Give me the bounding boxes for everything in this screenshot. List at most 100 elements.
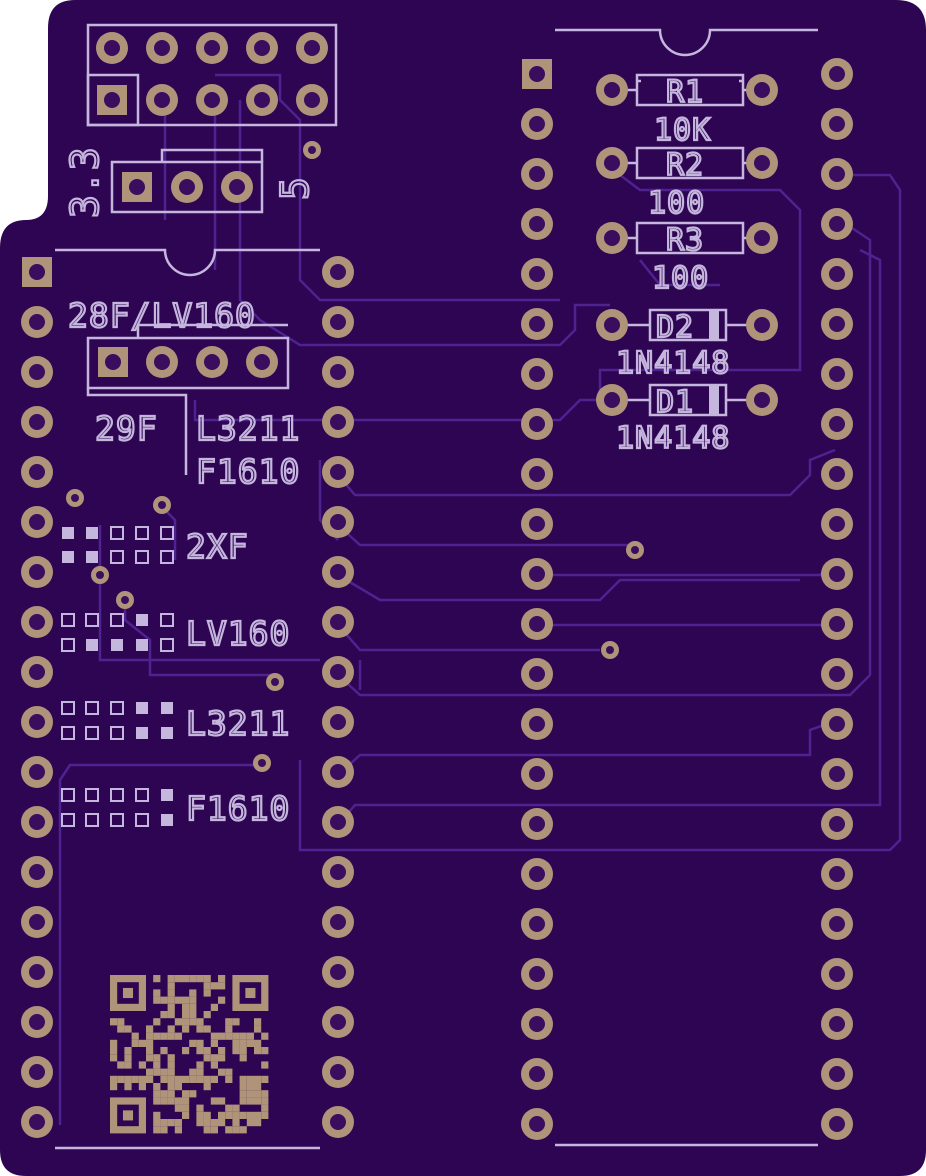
socket-right-pin — [821, 58, 853, 90]
smd-jumper-pad — [61, 788, 75, 802]
smd-jumper-pads — [61, 526, 174, 827]
value-d2: 1N4148 — [616, 346, 730, 381]
qr-code — [110, 975, 269, 1134]
socket-left-pin — [322, 856, 354, 888]
socket-left-pin — [21, 856, 53, 888]
voltage-jumper-pin — [122, 172, 152, 202]
component-pad — [746, 222, 778, 254]
socket-right-pin — [821, 1008, 853, 1040]
smd-jumper-pad — [161, 727, 173, 739]
via — [91, 566, 109, 584]
header-pin — [296, 84, 328, 116]
smd-jumper-pad — [62, 551, 74, 563]
socket-right-pin — [521, 508, 553, 540]
smd-jumper-pad — [136, 614, 148, 626]
socket-left-pin — [322, 256, 354, 288]
socket-right-pin — [521, 458, 553, 490]
socket-right-pin — [521, 1108, 553, 1140]
smd-jumper-pad — [160, 550, 174, 564]
smd-jumper-pad — [85, 788, 99, 802]
socket-left-pin — [322, 606, 354, 638]
via — [66, 489, 84, 507]
through-hole-pads — [21, 32, 853, 1140]
socket-left-pin — [21, 506, 53, 538]
voltage-jumper-pin — [171, 171, 203, 203]
smd-jumper-pad — [135, 550, 149, 564]
smd-jumper-pad — [110, 788, 124, 802]
via — [266, 673, 284, 691]
label-jumper-l3211: L3211 — [196, 409, 300, 448]
socket-left-pin — [322, 706, 354, 738]
socket-left-pin — [322, 1006, 354, 1038]
socket-left-pin — [322, 1056, 354, 1088]
smd-jumper-pad — [61, 613, 75, 627]
socket-right-pin — [521, 1008, 553, 1040]
value-r2: 100 — [648, 186, 705, 221]
component-pad — [746, 147, 778, 179]
smd-jumper-pad — [86, 527, 98, 539]
socket-right-pin — [821, 608, 853, 640]
smd-jumper-pad — [161, 814, 173, 826]
smd-jumper-pad — [111, 639, 123, 651]
smd-jumper-pad — [85, 613, 99, 627]
component-pad — [596, 309, 628, 341]
socket-left-pin — [322, 906, 354, 938]
socket-right-pin — [521, 308, 553, 340]
via — [253, 754, 271, 772]
smd-jumper-pad — [161, 789, 173, 801]
socket-right-pin — [521, 1058, 553, 1090]
header-pin — [196, 84, 228, 116]
socket-right-pin — [521, 758, 553, 790]
ref-d2: D2 — [656, 310, 694, 345]
header-pin — [296, 32, 328, 64]
socket-left-pin — [322, 306, 354, 338]
component-pad — [596, 74, 628, 106]
ref-r1: R1 — [666, 75, 704, 110]
chip-jumper-pin — [98, 347, 128, 377]
socket-right-pin — [521, 858, 553, 890]
socket-right-pin — [521, 158, 553, 190]
smd-jumper-pad — [110, 526, 124, 540]
via — [303, 141, 321, 159]
socket-right-pin — [521, 908, 553, 940]
socket-left-pin — [322, 456, 354, 488]
smd-jumper-pad — [61, 701, 75, 715]
socket-right-pin — [521, 658, 553, 690]
socket-right-pin — [522, 59, 552, 89]
header-pin — [146, 32, 178, 64]
socket-right-pin — [521, 208, 553, 240]
socket-right-pin — [821, 408, 853, 440]
socket-right-pin — [821, 758, 853, 790]
socket-right-pin — [821, 508, 853, 540]
socket-right-pin — [821, 158, 853, 190]
via — [153, 496, 171, 514]
label-select-l3211: L3211 — [186, 704, 290, 743]
smd-jumper-pad — [85, 701, 99, 715]
smd-jumper-pad — [136, 727, 148, 739]
label-voltage-3v3: 3.3 — [63, 146, 107, 218]
smd-jumper-pad — [110, 726, 124, 740]
component-pad — [746, 384, 778, 416]
socket-left-pin — [21, 656, 53, 688]
smd-jumper-pad — [161, 702, 173, 714]
label-select-2xf: 2XF — [186, 527, 249, 566]
label-jumper-top: 28F/LV160 — [68, 296, 256, 335]
smd-jumper-pad — [61, 813, 75, 827]
socket-left-pin — [21, 1106, 53, 1138]
smd-jumper-pad — [86, 551, 98, 563]
socket-right-pin — [821, 1058, 853, 1090]
chip-jumper-pin — [196, 346, 228, 378]
socket-left-pin — [322, 1106, 354, 1138]
socket-right-pin — [821, 108, 853, 140]
header-pin — [196, 32, 228, 64]
socket-right-pin — [821, 958, 853, 990]
value-r3: 100 — [652, 261, 709, 296]
smd-jumper-pad — [110, 550, 124, 564]
socket-left-pin — [21, 556, 53, 588]
smd-jumper-pad — [61, 726, 75, 740]
socket-left-pin — [322, 506, 354, 538]
socket-left-pin — [21, 456, 53, 488]
socket-left-pin — [21, 1006, 53, 1038]
